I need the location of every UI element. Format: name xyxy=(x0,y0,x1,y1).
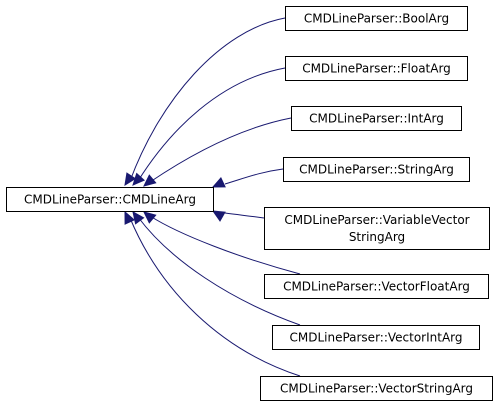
class-node-int[interactable]: CMDLineParser::IntArg xyxy=(291,106,462,131)
class-node-string-box xyxy=(283,157,470,182)
edge-line-int xyxy=(149,117,292,183)
edge-line-bool xyxy=(129,17,286,182)
class-node-variable-vector-string-label-line-2: StringArg xyxy=(349,230,405,244)
arrowhead-variable-vector-string xyxy=(211,210,226,222)
class-node-bool-box xyxy=(285,6,468,31)
class-node-vector-string-label-line-1: CMDLineParser::VectorStringArg xyxy=(280,382,473,396)
class-node-vector-string-box xyxy=(260,376,493,401)
class-node-bool[interactable]: CMDLineParser::BoolArg xyxy=(285,6,468,31)
class-node-vector-float-label-line-1: CMDLineParser::VectorFloatArg xyxy=(283,280,470,294)
class-node-variable-vector-string-box xyxy=(264,207,490,250)
inheritance-edge-int xyxy=(143,117,292,187)
class-node-int-box xyxy=(291,106,462,131)
class-node-vector-int-label-line-1: CMDLineParser::VectorIntArg xyxy=(289,331,462,345)
arrowhead-string xyxy=(211,176,226,188)
class-node-vector-string[interactable]: CMDLineParser::VectorStringArg xyxy=(260,376,493,401)
class-node-float-box xyxy=(285,56,468,81)
edge-line-vector-float xyxy=(149,215,301,275)
edge-line-vector-string xyxy=(129,217,301,377)
inheritance-edge-string xyxy=(211,168,284,188)
class-node-cmdlinearg-box xyxy=(6,187,214,212)
class-node-string-label-line-1: CMDLineParser::StringArg xyxy=(299,163,454,177)
edge-line-float xyxy=(137,67,286,182)
arrowhead-vector-float xyxy=(143,211,157,224)
arrowhead-vector-string xyxy=(124,210,136,225)
class-node-float-label-line-1: CMDLineParser::FloatArg xyxy=(302,62,451,76)
class-node-vector-int-box xyxy=(272,325,480,350)
inheritance-edges xyxy=(124,17,301,377)
class-node-vector-int[interactable]: CMDLineParser::VectorIntArg xyxy=(272,325,480,350)
inheritance-edge-vector-int xyxy=(132,211,301,326)
class-node-vector-float-box xyxy=(264,274,489,299)
class-node-float[interactable]: CMDLineParser::FloatArg xyxy=(285,56,468,81)
arrowhead-bool xyxy=(124,172,137,187)
class-node-cmdlinearg-label-line-1: CMDLineParser::CMDLineArg xyxy=(24,193,196,207)
inheritance-edge-vector-string xyxy=(124,210,301,377)
class-node-variable-vector-string-label-line-1: CMDLineParser::VariableVector xyxy=(284,213,469,227)
inheritance-edge-float xyxy=(132,67,286,186)
class-node-string[interactable]: CMDLineParser::StringArg xyxy=(283,157,470,182)
edge-line-string xyxy=(224,168,284,185)
arrowhead-int xyxy=(143,174,157,187)
inheritance-edge-vector-float xyxy=(143,211,301,275)
class-node-cmdlinearg[interactable]: CMDLineParser::CMDLineArg xyxy=(6,187,214,212)
inheritance-edge-variable-vector-string xyxy=(211,210,265,222)
class-node-bool-label-line-1: CMDLineParser::BoolArg xyxy=(304,12,449,26)
edge-line-vector-int xyxy=(137,216,301,326)
arrowhead-float xyxy=(132,172,146,186)
class-node-vector-float[interactable]: CMDLineParser::VectorFloatArg xyxy=(264,274,489,299)
class-nodes: CMDLineParser::CMDLineArgCMDLineParser::… xyxy=(6,6,493,401)
inheritance-edge-bool xyxy=(124,17,286,187)
arrowhead-vector-int xyxy=(132,211,145,225)
edge-line-variable-vector-string xyxy=(224,212,265,219)
class-node-int-label-line-1: CMDLineParser::IntArg xyxy=(309,112,444,126)
